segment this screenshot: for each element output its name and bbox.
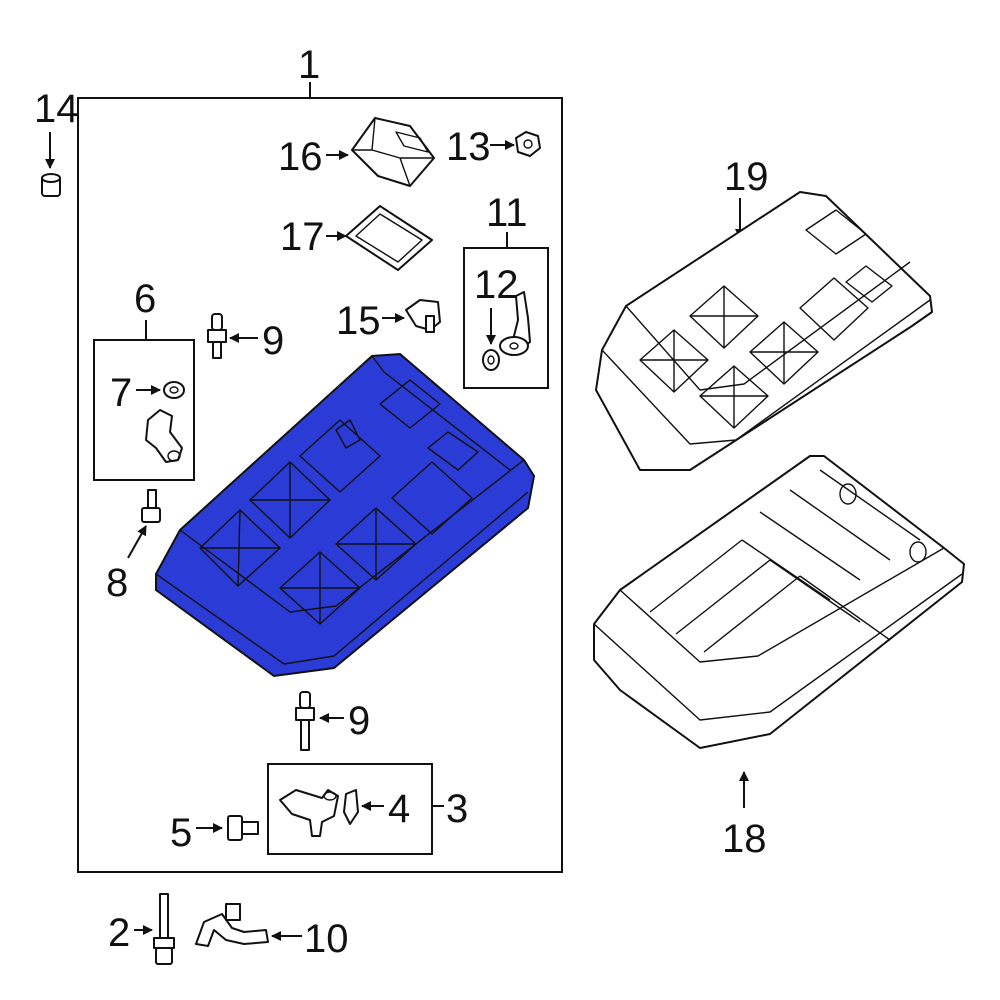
bolt-8-part <box>141 489 161 523</box>
callout-17: 17 <box>280 215 325 259</box>
lower-frame-18-part <box>593 455 965 749</box>
callout-18: 18 <box>722 817 767 861</box>
callout-9-bottom: 9 <box>348 699 370 743</box>
callout-12: 12 <box>474 263 519 307</box>
callout-1: 1 <box>298 43 320 87</box>
assembly-frame <box>77 97 563 873</box>
bolt-2-part <box>153 893 175 965</box>
gasket-17-part <box>345 205 433 271</box>
callout-10: 10 <box>304 917 349 961</box>
group-box-6 <box>93 339 195 481</box>
clip-4-part <box>343 789 359 825</box>
bolt-5-part <box>227 815 259 841</box>
hose-11-part <box>499 291 531 356</box>
upper-cover-19-part <box>595 191 933 471</box>
callout-9-top: 9 <box>262 319 284 363</box>
callout-8: 8 <box>106 561 128 605</box>
battery-tray-1-highlighted <box>155 352 536 678</box>
callout-13: 13 <box>446 125 491 169</box>
nut-14-part <box>41 173 61 197</box>
callout-11: 11 <box>486 191 528 235</box>
callout-3: 3 <box>446 787 468 831</box>
bracket-15-part <box>405 299 441 333</box>
control-module-16-part <box>351 117 435 187</box>
hose-10-part <box>195 903 269 947</box>
callout-15: 15 <box>336 299 381 343</box>
callout-2: 2 <box>108 911 130 955</box>
washer-7-part <box>163 381 185 399</box>
sensor-6-part <box>145 409 183 463</box>
seal-12-part <box>482 349 500 371</box>
stud-9-bottom-part <box>295 691 315 751</box>
stud-9-top-part <box>207 313 227 359</box>
callout-5: 5 <box>170 811 192 855</box>
valve-3-part <box>279 789 339 837</box>
callout-4: 4 <box>388 787 410 831</box>
group-box-11 <box>463 247 549 389</box>
callout-19: 19 <box>724 155 769 199</box>
nut-13-part <box>515 131 541 157</box>
callout-6: 6 <box>134 277 156 321</box>
callout-7: 7 <box>110 371 132 415</box>
callout-16: 16 <box>278 135 323 179</box>
group-box-3 <box>267 763 433 855</box>
callout-14: 14 <box>34 87 79 131</box>
